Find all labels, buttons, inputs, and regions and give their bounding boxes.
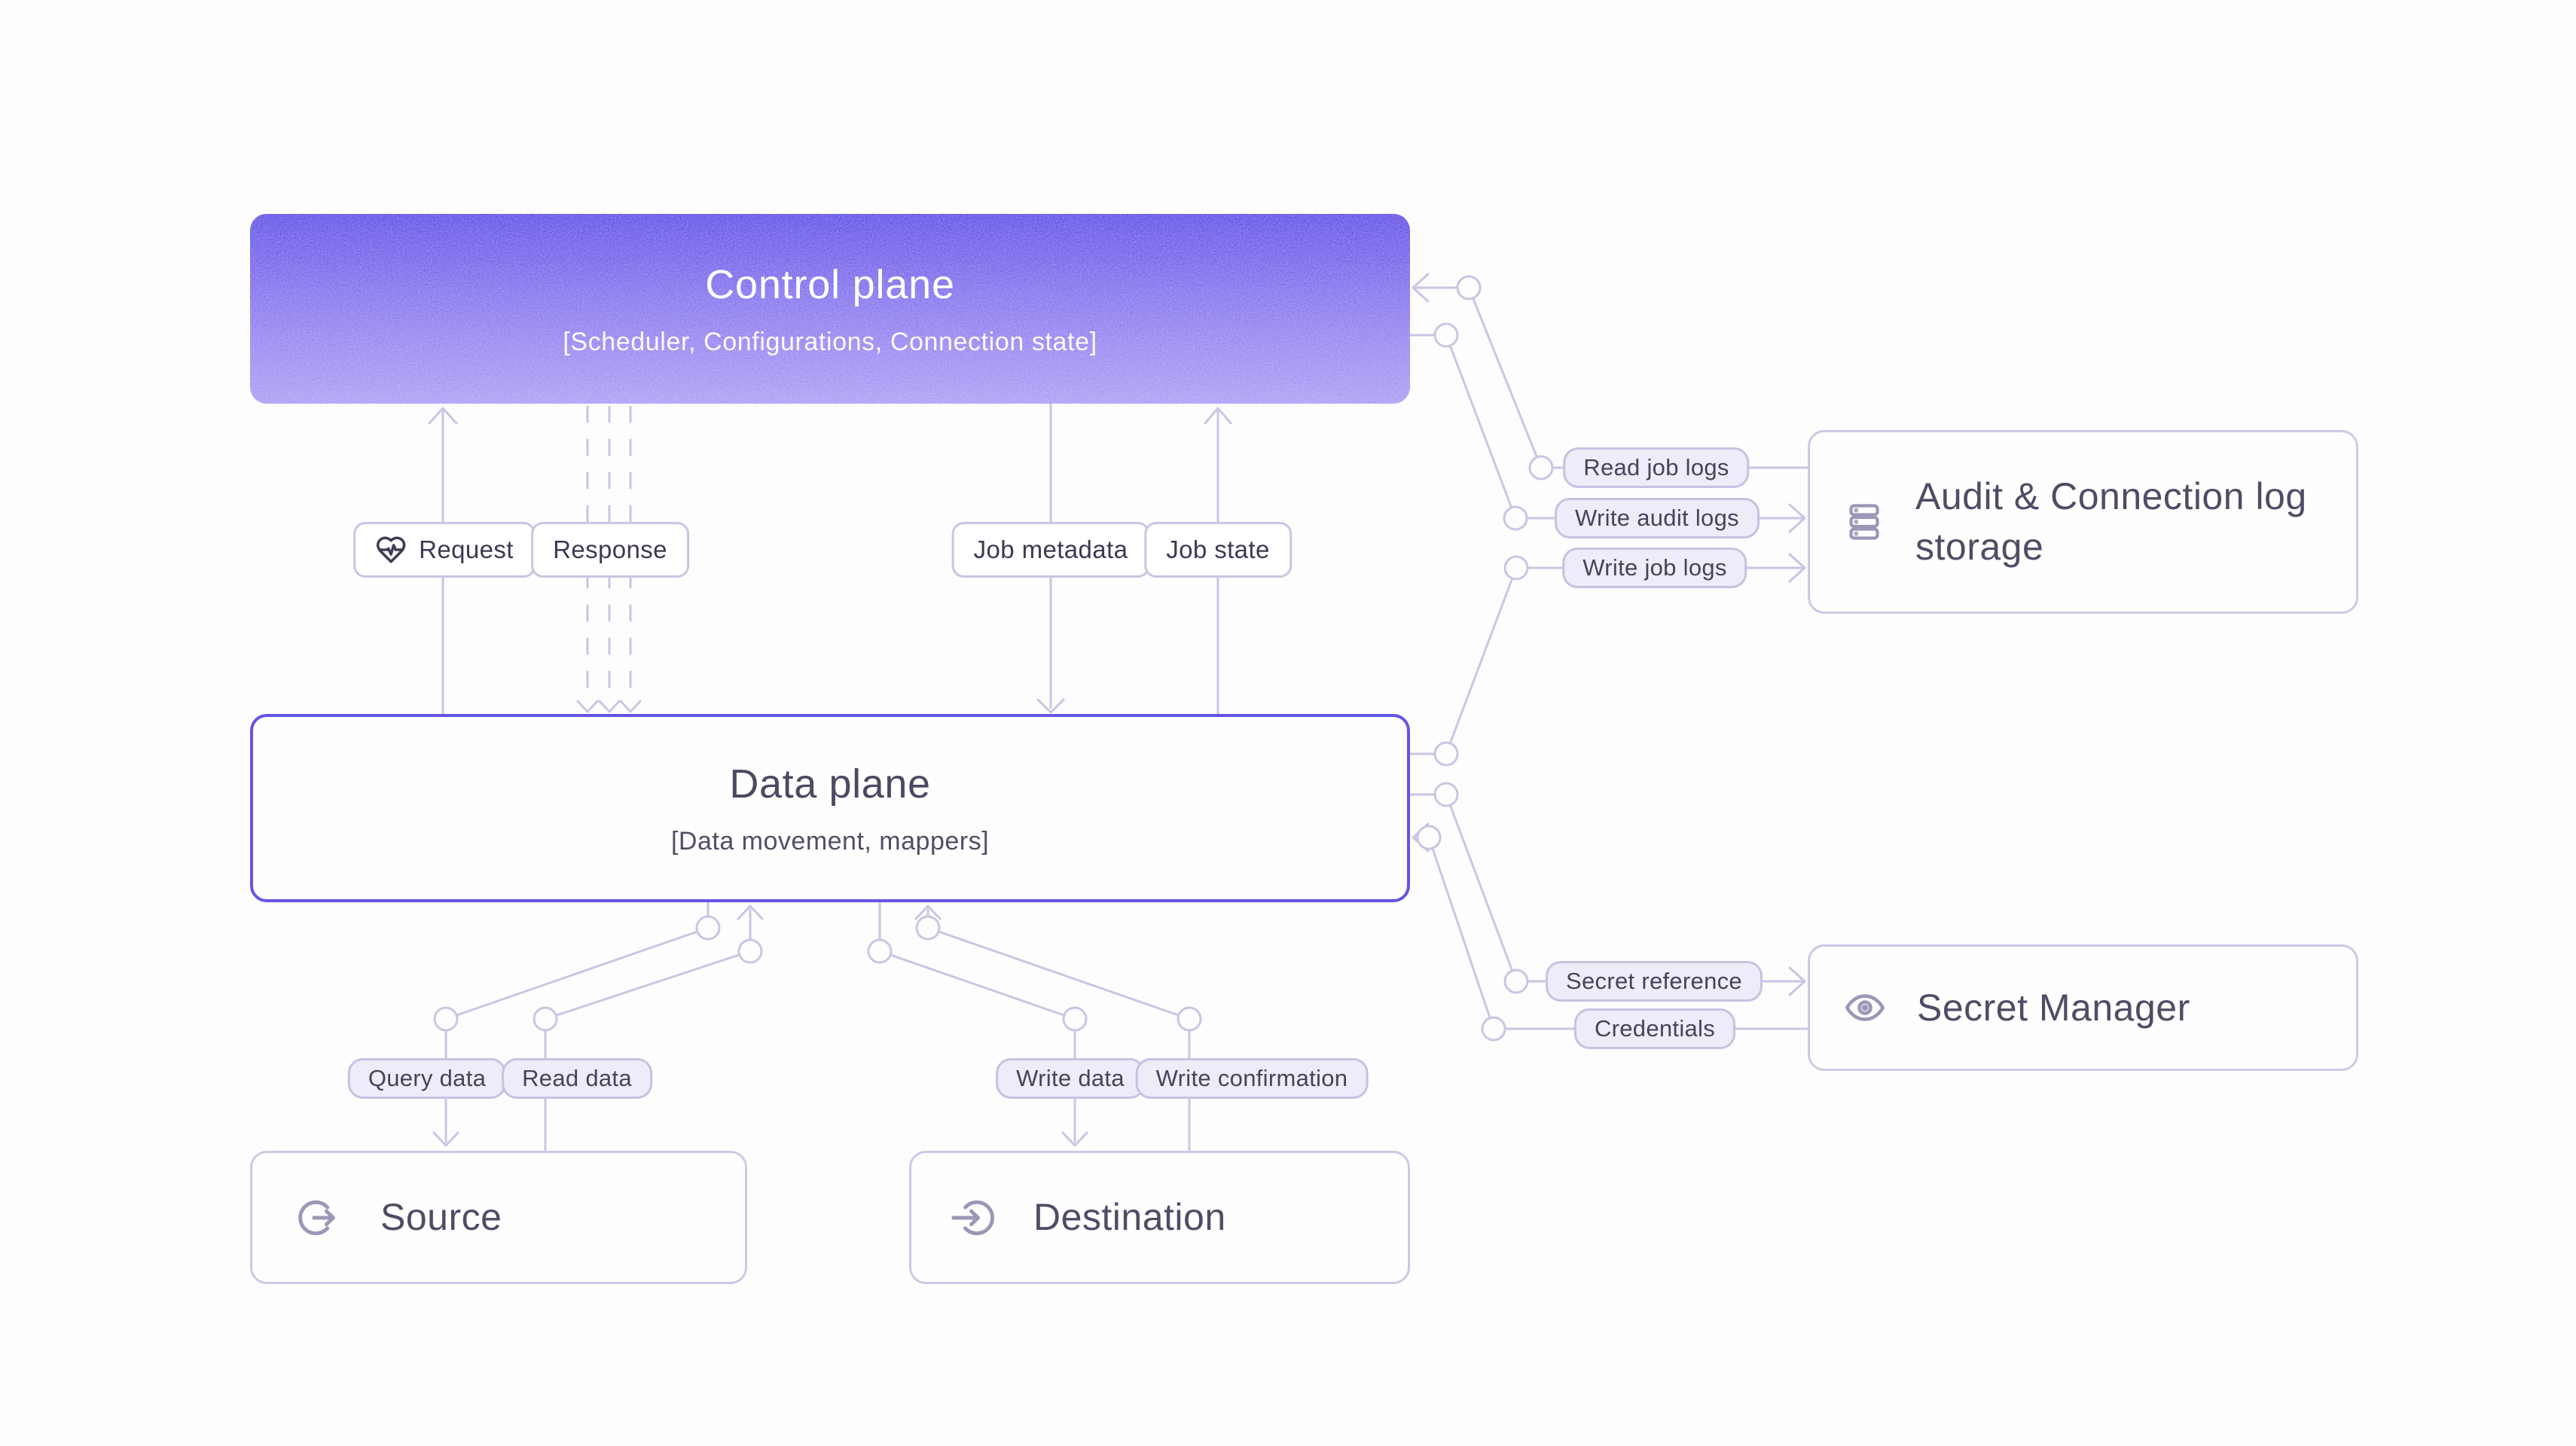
edge-label-text: Job state [1166, 535, 1270, 563]
edge-label-text: Write job logs [1583, 554, 1727, 581]
arrow-into-circle-icon [951, 1200, 994, 1235]
arrow-out-of-circle-icon [298, 1200, 335, 1235]
edge-label-job-state: Job state [1144, 522, 1292, 578]
edge-label-response: Response [531, 522, 689, 578]
edge-label-query-data: Query data [347, 1058, 507, 1099]
edge-label-text: Write data [1016, 1065, 1125, 1091]
secret-manager-title: Secret Manager [1917, 986, 2190, 1029]
arrow-up-icon [914, 905, 942, 920]
arrow-up-icon [428, 407, 458, 425]
edge-label-write-audit-logs: Write audit logs [1555, 498, 1760, 538]
source-title: Source [380, 1196, 502, 1238]
eye-icon [1845, 994, 1885, 1021]
edge-label-write-data: Write data [996, 1058, 1145, 1099]
destination-node: Destination [909, 1151, 1410, 1284]
data-plane-node: Data plane [Data movement, mappers] [250, 714, 1410, 902]
arrow-down-icon [576, 700, 599, 713]
edge-label-text: Credentials [1594, 1015, 1716, 1042]
control-plane-title: Control plane [705, 261, 955, 307]
control-plane-subtitle: [Scheduler, Configurations, Connection s… [563, 327, 1097, 356]
arrow-right-icon [1788, 503, 1806, 533]
connector-query-data [432, 901, 710, 1147]
edge-label-read-job-logs: Read job logs [1563, 447, 1750, 488]
arrow-down-icon [598, 700, 621, 713]
arrow-down-icon [432, 1131, 459, 1147]
arrow-up-icon [1204, 407, 1232, 425]
secret-manager-node: Secret Manager [1808, 944, 2358, 1071]
arrow-down-icon [1061, 1131, 1088, 1147]
source-node: Source [250, 1151, 747, 1284]
edge-label-secret-reference: Secret reference [1546, 961, 1763, 1002]
edge-label-write-job-logs: Write job logs [1562, 548, 1747, 588]
data-plane-subtitle: [Data movement, mappers] [670, 826, 990, 856]
junction-dots [433, 275, 1554, 1042]
edge-label-text: Write confirmation [1155, 1065, 1348, 1091]
arrow-down-icon [1036, 698, 1065, 714]
arrow-up-icon [737, 905, 764, 920]
edge-label-text: Response [553, 535, 667, 563]
edge-label-text: Write audit logs [1575, 505, 1739, 531]
arrow-left-icon [1412, 273, 1430, 303]
edge-label-text: Read data [522, 1065, 632, 1091]
audit-log-storage-node: Audit & Connection log storage [1808, 430, 2358, 614]
edge-label-read-data: Read data [502, 1058, 652, 1099]
edge-label-write-confirmation: Write confirmation [1135, 1058, 1369, 1099]
edge-label-text: Query data [368, 1065, 487, 1091]
connector-write-data [878, 901, 1088, 1147]
edge-label-request: Request [353, 522, 536, 578]
data-plane-title: Data plane [729, 761, 931, 807]
arrow-right-icon [1788, 553, 1806, 583]
arrow-right-icon [1788, 966, 1806, 996]
connector-read-data [544, 905, 764, 1152]
database-stack-icon [1849, 504, 1879, 540]
edge-label-text: Job metadata [973, 535, 1128, 563]
connector-write-confirmation [914, 905, 1191, 1152]
arrow-down-icon [619, 700, 642, 713]
audit-log-storage-title: Audit & Connection log storage [1915, 475, 2307, 568]
noise-texture [250, 214, 1410, 404]
control-plane-node: Control plane [Scheduler, Configurations… [250, 214, 1410, 404]
heart-pulse-icon [376, 536, 406, 563]
edge-label-job-metadata: Job metadata [951, 522, 1150, 578]
destination-title: Destination [1033, 1196, 1226, 1238]
edge-label-credentials: Credentials [1573, 1008, 1736, 1049]
edge-label-text: Read job logs [1583, 454, 1729, 480]
connector-read-job-logs [1412, 273, 1809, 469]
edge-label-text: Request [419, 535, 514, 563]
edge-label-text: Secret reference [1566, 968, 1742, 994]
